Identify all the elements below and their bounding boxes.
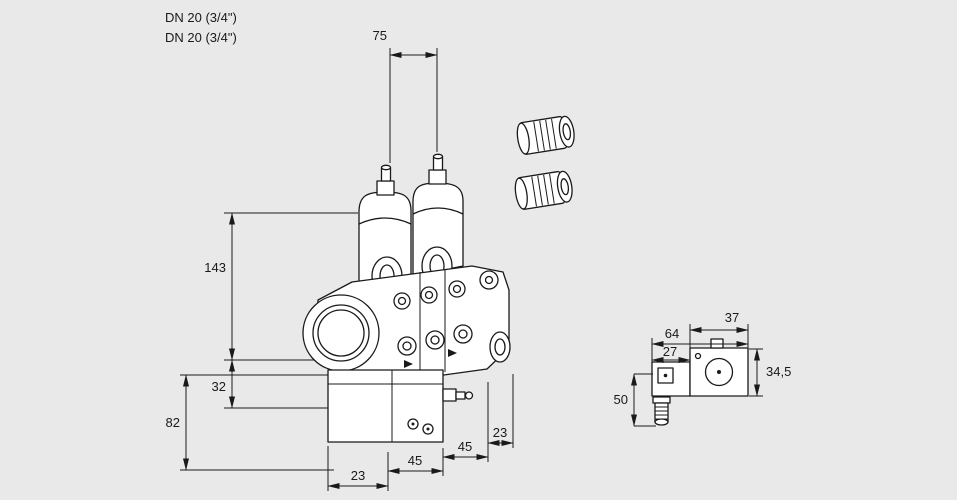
dim-27-label: 27 bbox=[663, 344, 677, 359]
flange-bore-circle bbox=[317, 309, 365, 357]
coupling-top bbox=[516, 115, 575, 155]
flow-arrow-left bbox=[404, 360, 413, 368]
bolts-upper bbox=[393, 270, 499, 310]
dimension-45-right: 45 bbox=[442, 382, 489, 462]
inlet-flange bbox=[302, 294, 380, 372]
dimension-23-right: 23 bbox=[487, 374, 514, 448]
dimension-75: 75 bbox=[373, 28, 438, 163]
dim-37-label: 37 bbox=[725, 310, 739, 325]
coil-nut bbox=[652, 396, 671, 426]
dn-label-1: DN 20 (3/4") bbox=[165, 10, 237, 25]
flow-arrow-right bbox=[448, 349, 457, 357]
dim-45-left-label: 45 bbox=[408, 453, 422, 468]
dim-23-right-label: 23 bbox=[493, 425, 507, 440]
dimension-23-left: 23 bbox=[327, 446, 389, 491]
side-connector bbox=[442, 388, 474, 402]
dimension-82: 82 bbox=[166, 374, 334, 471]
dimension-27: 27 bbox=[651, 344, 691, 363]
dim-23-left-label: 23 bbox=[351, 468, 365, 483]
dimension-50: 50 bbox=[614, 373, 656, 427]
bolts-lower bbox=[397, 324, 473, 356]
coupling-bottom bbox=[514, 170, 573, 210]
bottom-housing bbox=[327, 369, 474, 443]
dim-64-label: 64 bbox=[665, 326, 679, 341]
dim-50-label: 50 bbox=[614, 392, 628, 407]
dim-143-label: 143 bbox=[204, 260, 226, 275]
dim-45-right-label: 45 bbox=[458, 439, 472, 454]
dimension-32: 32 bbox=[212, 359, 328, 409]
main-valve-drawing bbox=[302, 153, 511, 443]
dimension-45-left: 45 bbox=[387, 448, 444, 476]
valve-body bbox=[302, 265, 511, 380]
dim-75-label: 75 bbox=[373, 28, 387, 43]
dimension-34-5: 34,5 bbox=[749, 348, 791, 397]
dimension-143: 143 bbox=[204, 212, 358, 361]
dn-label-2: DN 20 (3/4") bbox=[165, 30, 237, 45]
dim-82-label: 82 bbox=[166, 415, 180, 430]
dn-labels: DN 20 (3/4") DN 20 (3/4") bbox=[165, 10, 237, 45]
dim-32-label: 32 bbox=[212, 379, 226, 394]
solenoid-left-cap bbox=[376, 180, 395, 196]
dim-34-5-label: 34,5 bbox=[766, 364, 791, 379]
solenoid-right-cap bbox=[428, 169, 447, 185]
outlet-flange bbox=[489, 331, 511, 363]
